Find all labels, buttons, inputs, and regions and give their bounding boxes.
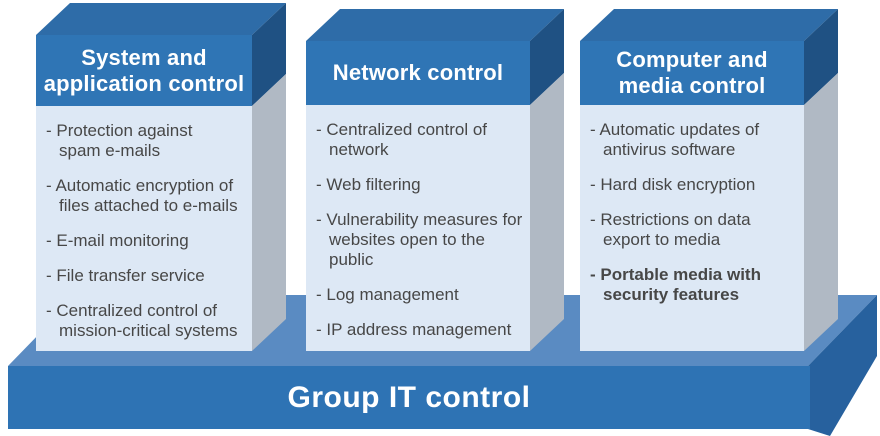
pillar-media-body: - Automatic updates of antivirus softwar… — [580, 105, 804, 351]
pillar-network-top-face — [306, 9, 564, 41]
pillar-system-header: System and application control — [36, 35, 252, 106]
list-item: - IP address management — [316, 320, 512, 339]
list-item: - Automatic encryption of files attached… — [46, 176, 238, 215]
pillar-network-title: Network control — [332, 60, 504, 85]
list-item: - Log management — [316, 285, 459, 304]
pillar-media-header: Computer and media control — [580, 41, 804, 105]
list-item: - Portable media with security features — [590, 265, 761, 304]
list-item: - Restrictions on data export to media — [590, 210, 751, 249]
list-item: - Web filtering — [316, 175, 421, 194]
pillar-network-body: - Centralized control of network - Web f… — [306, 105, 530, 351]
pillar-system-side-body-face — [252, 74, 286, 351]
pillar-media-side-body-face — [804, 73, 838, 351]
pillar-network-header: Network control — [306, 41, 530, 105]
pillar-system-top-face — [36, 3, 286, 35]
pillar-media-title: Computer and media control — [616, 47, 768, 98]
base-front-face: Group IT control — [8, 366, 810, 429]
pillar-system-body: - Protection against spam e-mails - Auto… — [36, 106, 252, 351]
list-item: - File transfer service — [46, 266, 205, 285]
base-right-face — [808, 295, 877, 436]
list-item: - Centralized control of mission-critica… — [46, 301, 238, 340]
base-label: Group IT control — [287, 380, 531, 414]
list-item: - Protection against spam e-mails — [46, 121, 193, 160]
pillar-system-title: System and application control — [43, 44, 245, 96]
list-item: - E-mail monitoring — [46, 231, 189, 250]
list-item: - Hard disk encryption — [590, 175, 756, 194]
pillar-system-side-header-face — [252, 3, 286, 106]
pillar-network-side-body-face — [530, 73, 564, 351]
list-item: - Vulnerability measures for websites op… — [316, 210, 523, 269]
list-item: - Centralized control of network — [316, 120, 488, 159]
pillar-media-top-face — [580, 9, 838, 41]
list-item: - Automatic updates of antivirus softwar… — [590, 120, 760, 159]
